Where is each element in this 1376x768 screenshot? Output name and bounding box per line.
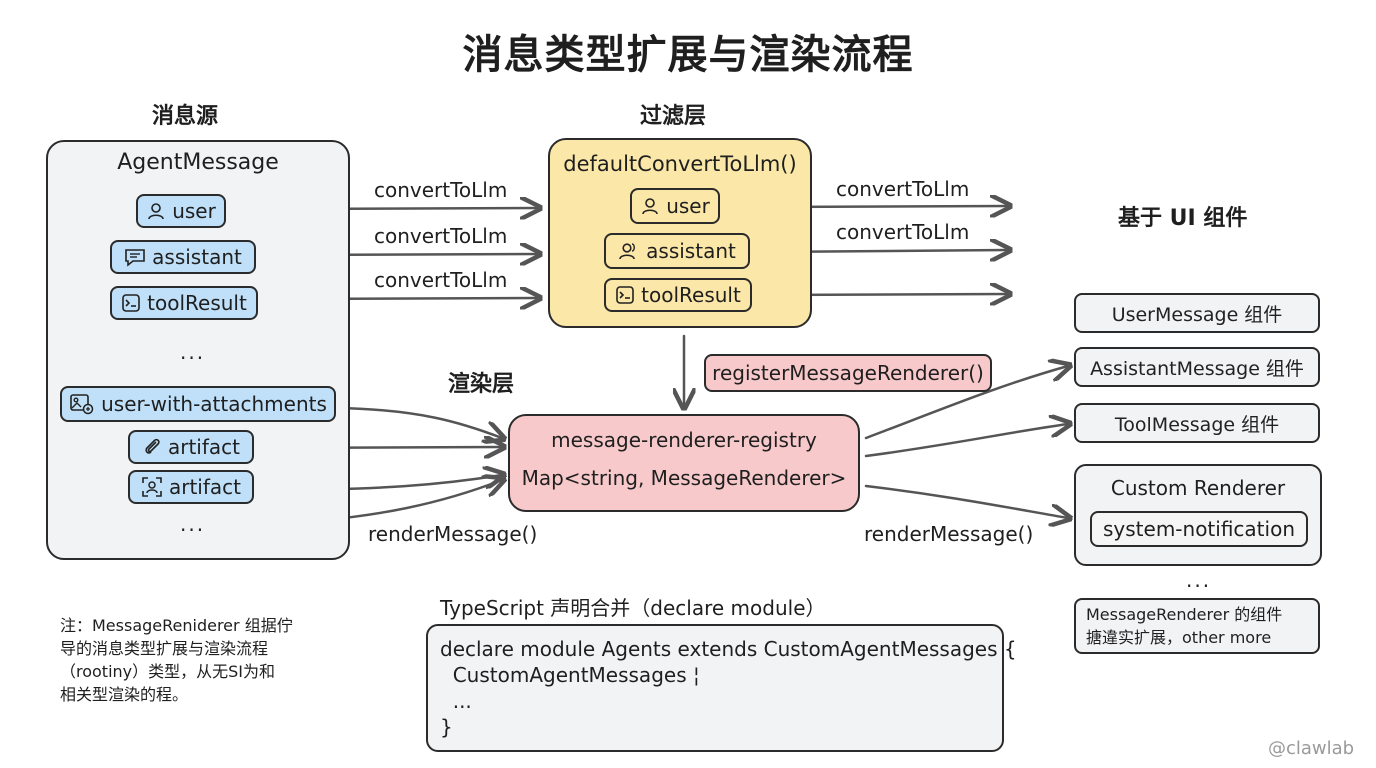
watermark: @clawlab — [1268, 738, 1355, 759]
ui-ellipsis: ... — [1186, 568, 1212, 592]
footnote-line-2: 导的消息类型扩展与渲染流程 — [60, 639, 269, 658]
edge-label-render-in: renderMessage() — [368, 522, 538, 546]
filter-item-user[interactable]: user — [630, 188, 720, 224]
source-item-user[interactable]: user — [136, 194, 226, 228]
edge-label-convert-2: convertToLlm — [374, 224, 508, 248]
heading-source: 消息源 — [152, 104, 219, 129]
ui-note-line-2: 搪違实扩展，other more — [1086, 628, 1272, 647]
registry-name: message-renderer-registry — [551, 428, 817, 452]
ui-component-user-message[interactable]: UserMessage 组件 — [1074, 293, 1320, 333]
arrow-registry-to-user-component — [864, 366, 1068, 440]
custom-renderer-item[interactable]: system-notification — [1090, 511, 1308, 547]
registry-panel — [508, 414, 860, 512]
edge-label-convert-3: convertToLlm — [374, 268, 508, 292]
source-item-label: user-with-attachments — [101, 392, 327, 416]
edge-label-convert-out-2: convertToLlm — [836, 220, 970, 244]
users-icon — [619, 243, 636, 260]
filter-item-label: toolResult — [641, 283, 741, 307]
custom-renderer-title: Custom Renderer — [1110, 476, 1286, 500]
footnote-line-3: （rootiny）类型，从无SI为和 — [60, 662, 276, 681]
ui-component-assistant-message[interactable]: AssistantMessage 组件 — [1074, 347, 1320, 387]
ui-component-label: UserMessage 组件 — [1111, 303, 1283, 326]
code-line-2: CustomAgentMessages ¦ — [440, 663, 700, 687]
edge-label-convert-out-1: convertToLlm — [836, 177, 970, 201]
source-item-artifact-2[interactable]: artifact — [128, 470, 254, 504]
page-title: 消息类型扩展与渲染流程 — [462, 32, 914, 78]
source-item-label: artifact — [167, 435, 240, 459]
scan-user-icon — [142, 477, 162, 497]
chat-bubble-icon — [125, 249, 145, 267]
edge-label-render-out: renderMessage() — [864, 522, 1034, 546]
user-icon — [642, 198, 658, 215]
filter-item-label: user — [666, 194, 710, 218]
source-item-toolresult[interactable]: toolResult — [110, 286, 258, 320]
edge-label-convert-1: convertToLlm — [374, 178, 508, 202]
heading-render: 渲染层 — [448, 372, 515, 397]
filter-title: defaultConvertToLlm() — [563, 152, 797, 176]
paperclip-icon — [145, 438, 160, 454]
code-caption: TypeScript 声明合并（declare module） — [440, 596, 826, 620]
register-renderer-badge: registerMessageRenderer() — [704, 354, 992, 392]
source-item-label: artifact — [168, 475, 241, 499]
source-item-label: user — [172, 199, 216, 223]
source-item-label: assistant — [152, 245, 242, 269]
ui-component-tool-message[interactable]: ToolMessage 组件 — [1074, 403, 1320, 443]
image-attachment-icon — [70, 394, 94, 415]
source-title: AgentMessage — [117, 150, 279, 175]
ui-component-label: ToolMessage 组件 — [1114, 413, 1280, 436]
source-ellipsis-1: ... — [180, 340, 206, 364]
code-line-4: } — [440, 715, 453, 739]
terminal-icon — [616, 286, 634, 304]
heading-filter: 过滤层 — [640, 104, 707, 129]
arrow-attachments-to-registry — [338, 406, 502, 438]
register-renderer-label: registerMessageRenderer() — [712, 361, 984, 385]
footnote-line-4: 相关型渲染的程。 — [60, 685, 189, 704]
code-line-1: declare module Agents extends CustomAgen… — [440, 637, 1017, 661]
code-line-3: ... — [440, 689, 472, 713]
arrow-registry-to-custom — [864, 484, 1068, 518]
footnote-line-1: 注：MessageReniderer 组据佇 — [60, 616, 293, 635]
user-icon — [148, 203, 164, 220]
source-item-user-with-attachments[interactable]: user-with-attachments — [60, 386, 336, 422]
filter-item-toolresult[interactable]: toolResult — [604, 278, 752, 312]
custom-renderer-item-label: system-notification — [1103, 517, 1295, 541]
arrow-registry-to-tool-component — [864, 424, 1068, 458]
source-item-assistant[interactable]: assistant — [110, 240, 256, 274]
heading-ui: 基于 UI 组件 — [1118, 206, 1248, 231]
filter-item-label: assistant — [646, 239, 736, 263]
source-item-label: toolResult — [147, 291, 247, 315]
source-ellipsis-2: ... — [180, 512, 206, 536]
source-item-artifact[interactable]: artifact — [128, 430, 254, 464]
code-block — [426, 624, 1004, 752]
filter-item-assistant[interactable]: assistant — [604, 233, 750, 269]
ui-note-box — [1074, 598, 1320, 654]
ui-component-label: AssistantMessage 组件 — [1090, 357, 1304, 380]
terminal-icon — [122, 294, 140, 312]
registry-type: Map<string, MessageRenderer> — [521, 466, 847, 490]
ui-note-line-1: MessageRenderer 的组件 — [1086, 605, 1283, 624]
